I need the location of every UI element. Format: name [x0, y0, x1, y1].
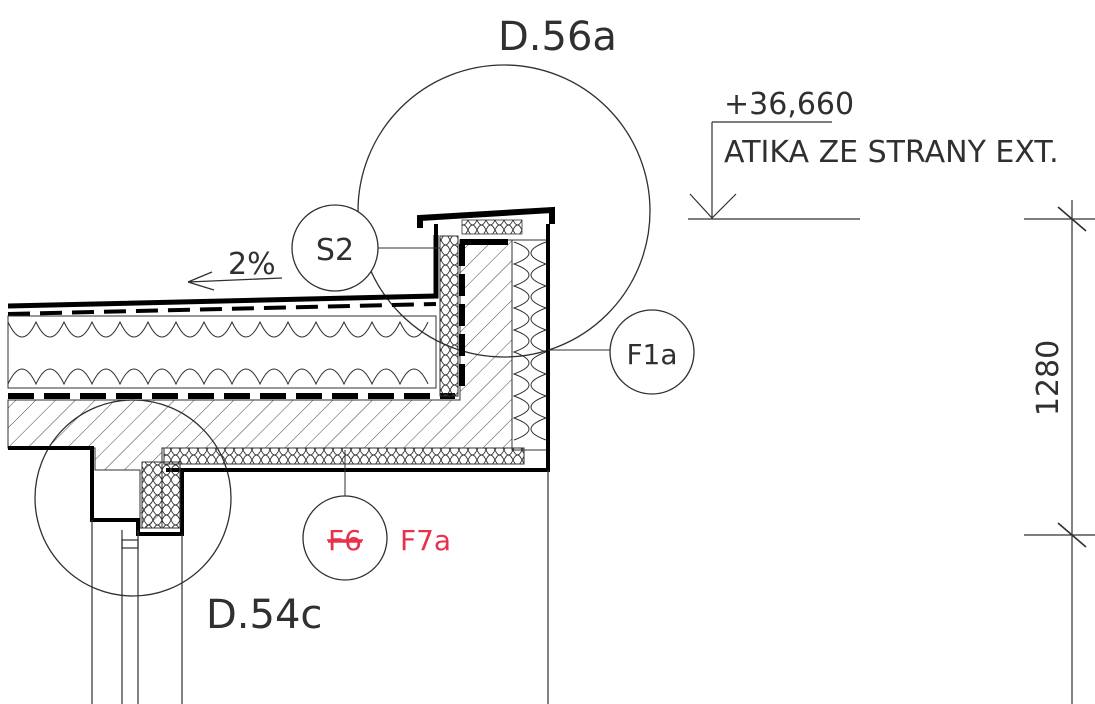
- elevation-value: +36,660: [724, 87, 854, 122]
- callout-s2-label: S2: [316, 233, 354, 268]
- parapet-coping: [417, 206, 555, 228]
- dimension-tick-top: [1057, 206, 1087, 232]
- parapet-insulation-pattern: [512, 241, 548, 441]
- roof-insulation-frame: [7, 315, 437, 389]
- callout-s2-circle: [291, 204, 379, 292]
- dimension-tick-bottom: [1057, 522, 1087, 548]
- elevation-arrow: [689, 193, 737, 219]
- beam-insulation: [141, 461, 181, 529]
- ceiling-insulation: [163, 447, 525, 465]
- roof-membrane-dash: [7, 302, 437, 316]
- callout-f7a-label: F7a: [400, 524, 451, 557]
- callout-f6-circle: [302, 495, 388, 581]
- roof-insulation-pattern: [7, 320, 429, 386]
- callout-f1a-circle: [609, 309, 695, 395]
- detail-label-d54c: D.54c: [206, 592, 322, 638]
- dimension-value: 1280: [1031, 340, 1066, 416]
- slope-label: 2%: [228, 247, 276, 282]
- elevation-note: ATIKA ZE STRANY EXT.: [724, 135, 1059, 170]
- window-frame-lines: [91, 470, 549, 704]
- coping-insulation: [461, 219, 523, 235]
- callout-f1a-label: F1a: [626, 338, 677, 371]
- parapet-inner-strip: [439, 235, 459, 397]
- detail-label-d56a: D.56a: [498, 14, 617, 60]
- parapet-insulation: [511, 239, 549, 451]
- slope-arrow: [187, 271, 283, 291]
